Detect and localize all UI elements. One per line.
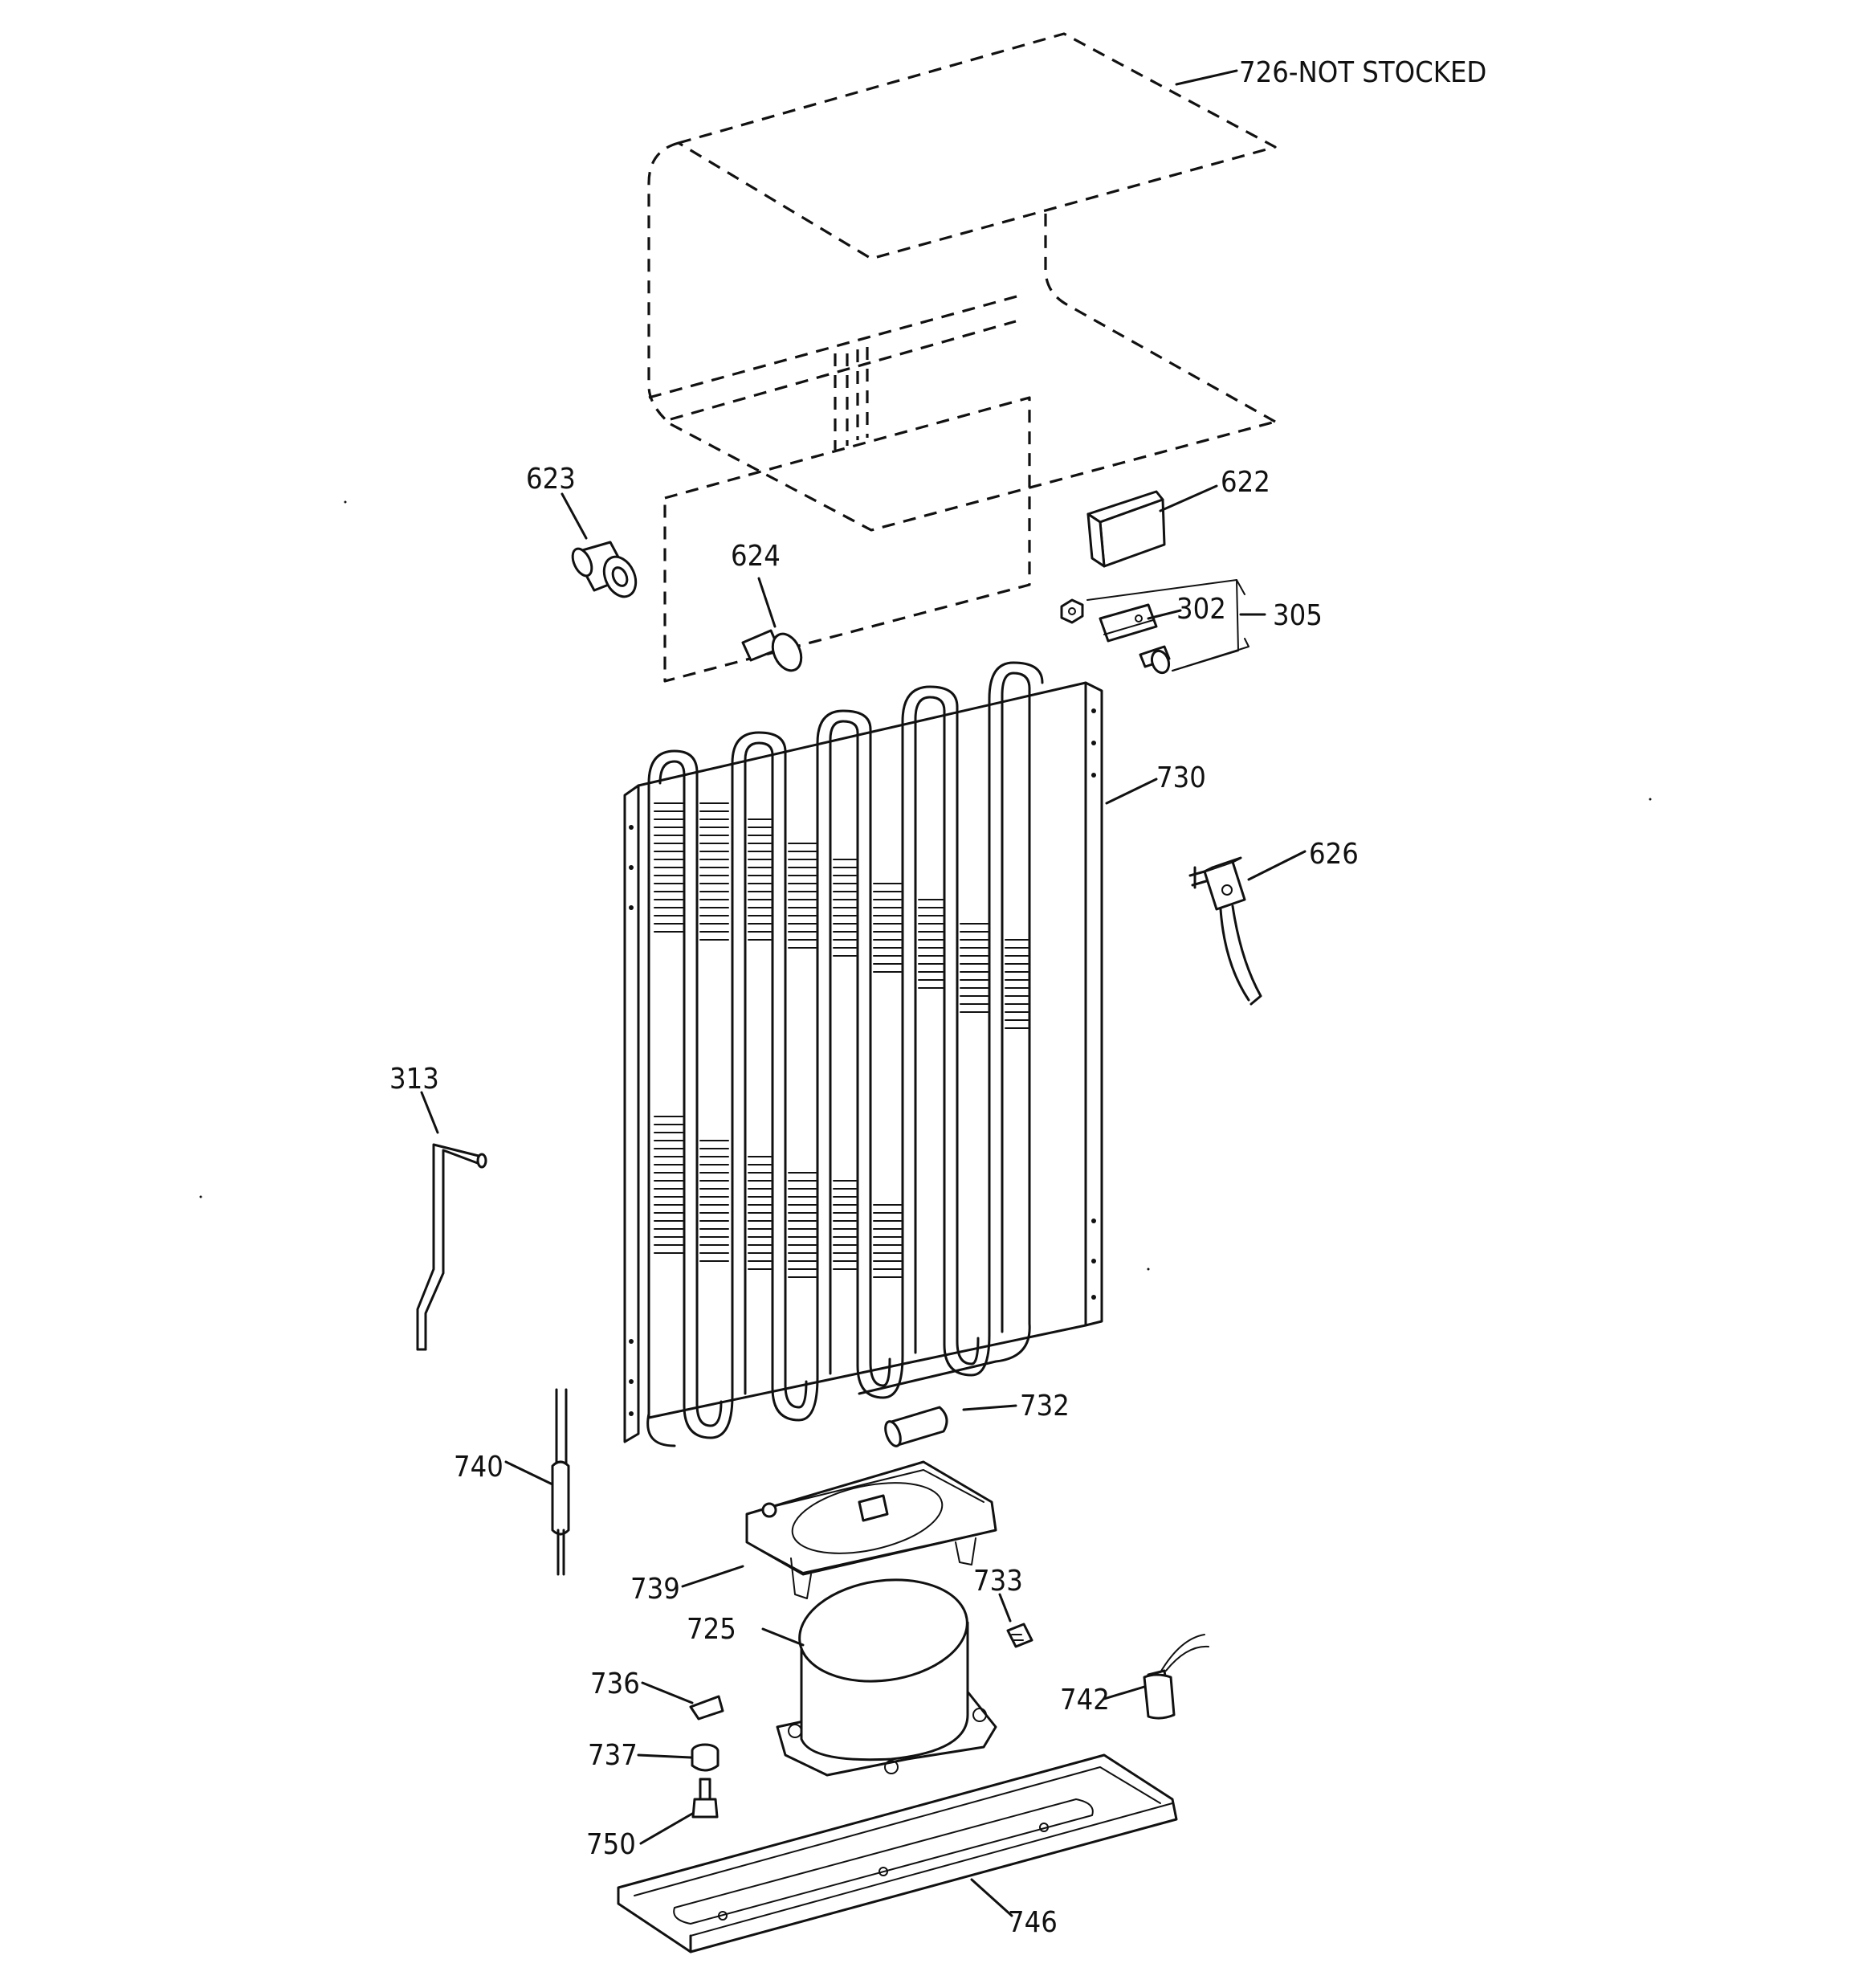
callout-737: 737 <box>588 1739 638 1772</box>
part-726-cover <box>647 32 1277 683</box>
part-737-grommet <box>691 1743 720 1772</box>
callout-730: 730 <box>1156 761 1206 794</box>
part-624 <box>741 629 803 672</box>
callout-622: 622 <box>1221 466 1270 499</box>
callout-739: 739 <box>630 1573 680 1606</box>
callout-740: 740 <box>454 1451 503 1484</box>
part-623 <box>571 541 638 598</box>
part-622 <box>1086 490 1166 568</box>
part-732 <box>884 1406 948 1447</box>
part-725-compressor <box>776 1578 997 1777</box>
part-626-power-cord <box>1188 856 1262 1006</box>
leader-lines <box>420 69 1307 1917</box>
callout-313: 313 <box>389 1063 439 1096</box>
callout-305: 305 <box>1273 599 1323 632</box>
part-733-relay <box>1006 1623 1033 1648</box>
part-736-clip <box>689 1695 724 1721</box>
callout-626: 626 <box>1309 838 1359 871</box>
callout-742: 742 <box>1060 1684 1110 1717</box>
callout-726: 726-NOT STOCKED <box>1239 56 1486 89</box>
scan-specks <box>199 500 1652 1271</box>
callout-732: 732 <box>1020 1390 1070 1423</box>
callout-624: 624 <box>731 540 781 573</box>
part-313 <box>416 1143 487 1351</box>
part-750-stud <box>691 1778 719 1819</box>
callout-725: 725 <box>687 1613 736 1646</box>
callout-736: 736 <box>590 1668 640 1700</box>
callout-746: 746 <box>1008 1906 1058 1939</box>
part-740-drier <box>551 1388 570 1576</box>
callout-733: 733 <box>973 1565 1023 1598</box>
part-305-kit <box>1060 579 1249 675</box>
callout-302: 302 <box>1176 593 1226 626</box>
part-746-base-rail <box>617 1753 1178 1953</box>
part-739-pan <box>745 1460 997 1599</box>
part-730-condenser <box>623 661 1103 1447</box>
callout-labels: 726-NOT STOCKED 623 622 624 302 305 730 … <box>389 56 1486 1939</box>
callout-623: 623 <box>526 463 576 496</box>
part-742-capacitor <box>1143 1634 1209 1720</box>
callout-750: 750 <box>586 1828 636 1861</box>
